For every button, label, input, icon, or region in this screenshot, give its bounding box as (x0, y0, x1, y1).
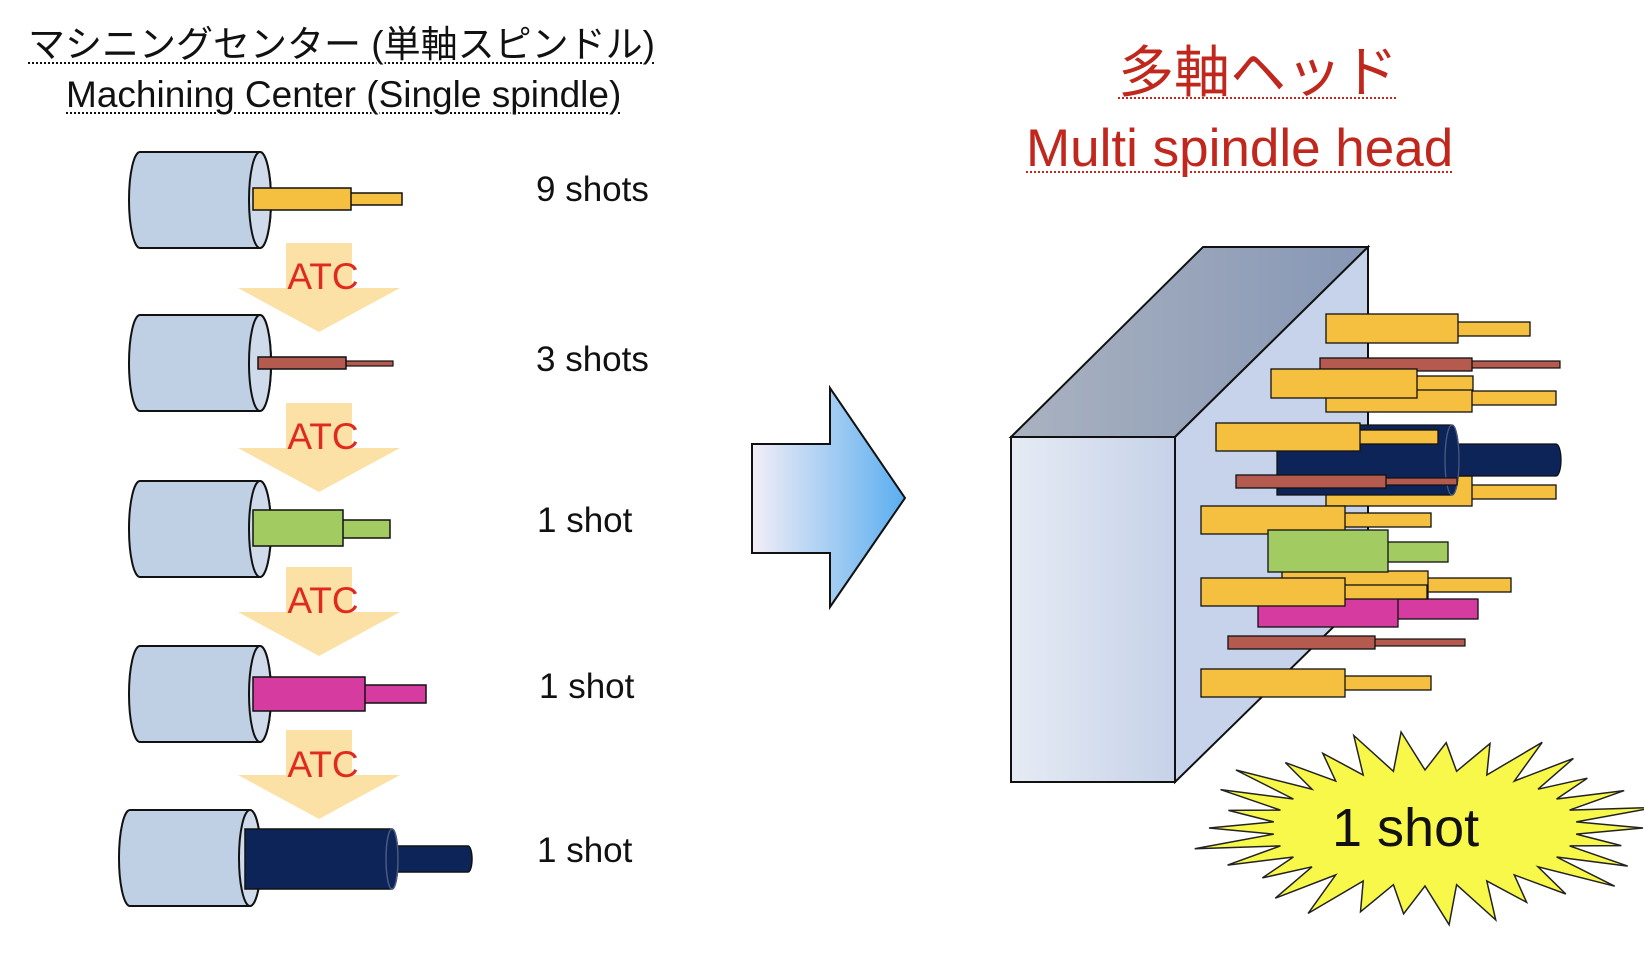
tool-brown-2 (257, 356, 394, 370)
shots-label-5: 1 shot (537, 831, 633, 870)
left-title-en: Machining Center (Single spindle) (66, 74, 622, 115)
left-title-jp: マシニングセンター (単軸スピンドル) (28, 24, 655, 65)
spindle-1 (128, 151, 272, 249)
atc-arrow-1 (238, 243, 400, 332)
tool-bundle (1200, 313, 1562, 698)
right-title-jp: 多軸ヘッド (1118, 41, 1398, 104)
spindle-3 (128, 480, 272, 578)
right-title-en: Multi spindle head (1026, 119, 1454, 178)
shots-label-2: 3 shots (536, 340, 649, 379)
transition-arrow (751, 384, 907, 611)
spindle-5 (118, 809, 262, 907)
atc-arrow-2 (238, 403, 400, 492)
burst-label: 1 shot (1332, 798, 1480, 858)
tool-magenta-4 (252, 676, 427, 712)
burst-shape (1194, 729, 1644, 927)
spindle-2 (128, 314, 272, 412)
atc-label-4: ATC (287, 744, 359, 785)
shots-label-4: 1 shot (539, 667, 635, 706)
shots-label-1: 9 shots (536, 170, 649, 209)
tool-navy-5 (244, 828, 473, 890)
atc-arrow-3 (238, 567, 400, 656)
shots-label-3: 1 shot (537, 501, 633, 540)
atc-label-3: ATC (287, 580, 359, 621)
atc-label-1: ATC (287, 256, 359, 297)
atc-arrow-4 (238, 730, 400, 819)
atc-label-2: ATC (287, 416, 359, 457)
spindle-4 (128, 645, 272, 743)
tool-yellow-1 (252, 187, 403, 211)
tool-green-3 (252, 509, 391, 547)
